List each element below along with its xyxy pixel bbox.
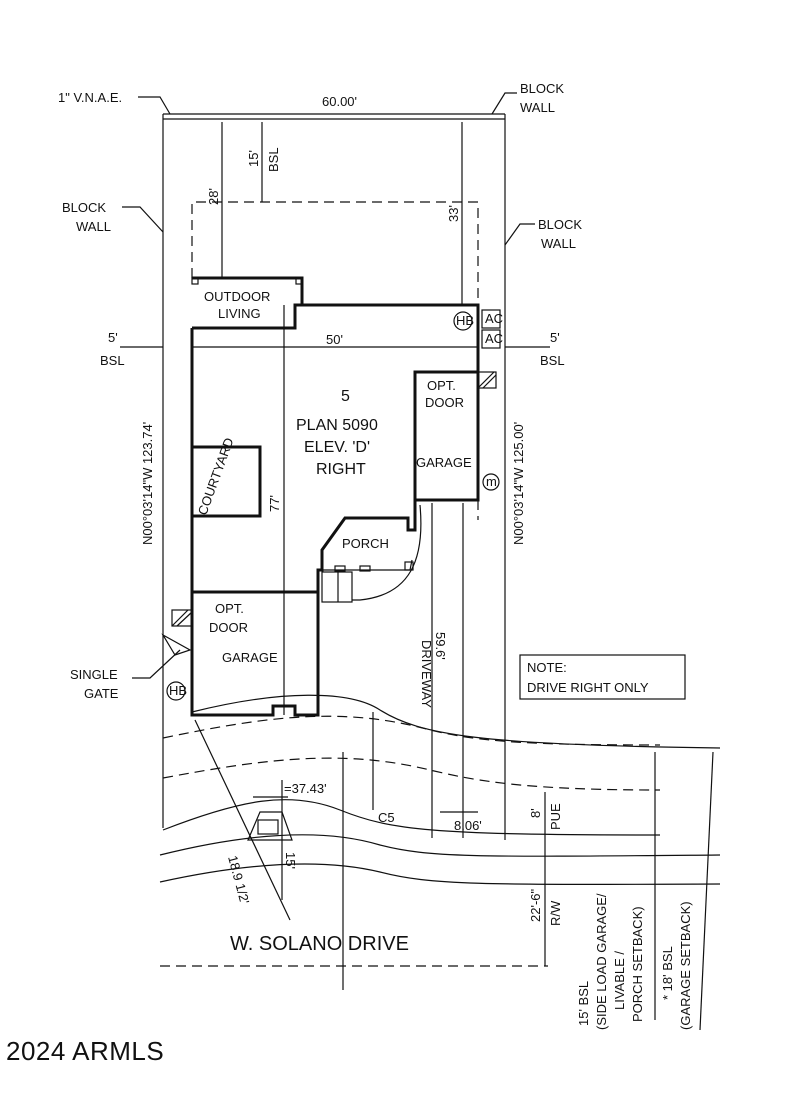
right-bearing: N00°03'14"W 125.00' (511, 422, 526, 545)
block-wall-left-label: BLOCK (62, 200, 106, 215)
lot-number: 5 (341, 388, 350, 405)
note-box: NOTE: DRIVE RIGHT ONLY (519, 654, 686, 700)
single-gate-label: SINGLE (70, 667, 118, 682)
hose-bib-top: HB (453, 311, 474, 331)
side-load-setback: PORCH SETBACK) (630, 906, 645, 1022)
front-15-dim: 15' (283, 852, 298, 869)
opt-door-right: DOOR (425, 395, 464, 410)
note-text: DRIVE RIGHT ONLY (527, 680, 649, 695)
hose-bib-label: HB (456, 313, 474, 328)
single-gate-label: GATE (84, 686, 119, 701)
copyright-footer: 2024 ARMLS (6, 1036, 165, 1066)
rw-width: 22'-6" (528, 888, 543, 922)
dimension-lines (120, 122, 714, 1031)
block-wall-top-label: BLOCK (520, 81, 564, 96)
note-title: NOTE: (527, 660, 567, 675)
street-name: W. SOLANO DRIVE (230, 933, 409, 955)
c5-label: C5 (378, 810, 395, 825)
dim-5-right: 5' (550, 330, 560, 345)
house-footprint (190, 276, 480, 717)
ac-units: AC AC (481, 309, 503, 349)
garage-setback: (GARAGE SETBACK) (678, 901, 693, 1030)
single-gate (161, 633, 192, 656)
hose-bib-label: HB (169, 683, 187, 698)
mailbox (247, 796, 293, 841)
driveway-label: DRIVEWAY (419, 640, 434, 708)
dim-50: 50' (326, 332, 343, 347)
lot-boundary (162, 113, 506, 840)
opt-door-left: OPT. (215, 601, 244, 616)
meter-label: m (486, 474, 497, 489)
dim-33: 33' (446, 205, 461, 222)
chord-dim: =37.43' (284, 781, 327, 796)
block-wall-top-label: WALL (520, 100, 555, 115)
rw-label: R/W (548, 900, 563, 926)
dim-28: 28' (206, 188, 221, 205)
dim-806: 8.06' (454, 818, 482, 833)
driveway (352, 503, 464, 838)
vnae-label: 1" V.N.A.E. (58, 90, 122, 105)
driveway-length: 59.6' (433, 632, 448, 660)
arc-dim: 18.9 1/2' (225, 854, 252, 906)
side-load-setback: 15' BSL (576, 981, 591, 1026)
garage-setback: * 18' BSL (660, 946, 675, 1000)
outdoor-living-label: OUTDOOR (204, 289, 270, 304)
bsl-left: BSL (100, 353, 125, 368)
lot-width-label: 60.00' (322, 94, 357, 109)
opt-door-left: DOOR (209, 620, 248, 635)
meter: m (482, 473, 500, 491)
elevation-label: ELEV. 'D' (304, 439, 370, 456)
side-load-setback: LIVABLE / (612, 951, 627, 1010)
pue-width: 8' (528, 808, 543, 818)
left-bearing: N00°03'14"W 123.74' (140, 422, 155, 545)
garage-right: GARAGE (416, 455, 472, 470)
easement-lines (159, 694, 721, 967)
dim-15-rear: 15' (246, 150, 261, 167)
orientation-label: RIGHT (316, 461, 366, 478)
porch-label: PORCH (342, 536, 389, 551)
dim-77: 77' (267, 495, 282, 512)
pue-label: PUE (548, 803, 563, 830)
hose-bib-bottom: HB (166, 681, 187, 701)
side-load-setback: (SIDE LOAD GARAGE/ (594, 893, 609, 1030)
block-wall-right-label: BLOCK (538, 217, 582, 232)
ac-label: AC (485, 331, 503, 346)
opt-door-right: OPT. (427, 378, 456, 393)
plan-label: PLAN 5090 (296, 417, 378, 434)
ac-label: AC (485, 311, 503, 326)
door-hatches (171, 371, 497, 627)
dim-bsl-rear: BSL (266, 147, 281, 172)
garage-left: GARAGE (222, 650, 278, 665)
outdoor-living-label: LIVING (218, 306, 261, 321)
bsl-right: BSL (540, 353, 565, 368)
block-wall-right-label: WALL (541, 236, 576, 251)
block-wall-left-label: WALL (76, 219, 111, 234)
leader-lines (122, 92, 535, 679)
dim-5-left: 5' (108, 330, 118, 345)
